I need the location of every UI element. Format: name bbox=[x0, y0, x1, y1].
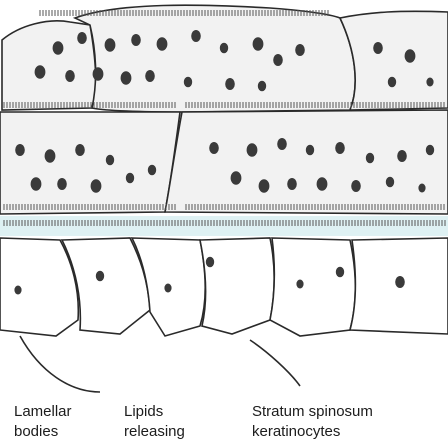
label-lamellar-bodies-line-2: bodies bbox=[14, 422, 72, 442]
lipid-granule bbox=[258, 81, 266, 92]
lipid-granule bbox=[317, 177, 328, 191]
lipid-granule bbox=[426, 145, 434, 156]
lipid-granule bbox=[206, 257, 214, 268]
lipid-granule bbox=[15, 144, 25, 156]
lipid-granule bbox=[296, 280, 303, 289]
granular-layer-row-1 bbox=[2, 5, 448, 112]
label-lipids-releasing-line-2: releasing bbox=[124, 422, 185, 442]
lipid-granule bbox=[35, 65, 46, 79]
lipid-granule bbox=[259, 179, 270, 193]
lipid-granule bbox=[191, 30, 201, 42]
spinosum-layer bbox=[0, 238, 448, 336]
lipid-granule bbox=[148, 165, 156, 176]
lipid-granule bbox=[247, 143, 258, 157]
lipid-granule bbox=[418, 184, 425, 193]
label-stratum-spinosum-line-1: Stratum spinosum bbox=[252, 402, 373, 422]
lipid-granule bbox=[295, 44, 305, 56]
stripe-band-mid-right bbox=[186, 102, 444, 108]
keratinocyte-4 bbox=[200, 238, 274, 334]
label-lipids-releasing: Lipids releasing bbox=[124, 402, 185, 442]
lamellar-cell-center-top bbox=[75, 5, 355, 112]
lipid-granule bbox=[106, 155, 114, 166]
label-stratum-spinosum: Stratum spinosum keratinocytes bbox=[252, 402, 373, 442]
lipid-granule bbox=[373, 42, 383, 54]
lipid-granule bbox=[225, 78, 235, 90]
lipid-granule bbox=[96, 271, 104, 282]
stripe-band-low-right bbox=[186, 204, 444, 210]
lamellar-cell-right-mid bbox=[165, 110, 448, 214]
lipid-granule bbox=[287, 178, 297, 190]
lamellar-cell-right-top bbox=[340, 11, 448, 110]
label-lipids-releasing-line-1: Lipids bbox=[124, 402, 185, 422]
lipid-granule bbox=[126, 173, 134, 184]
lipid-granule bbox=[273, 54, 283, 66]
lipid-granule bbox=[77, 32, 87, 44]
lipid-granule bbox=[426, 78, 433, 87]
lipid-granule bbox=[164, 284, 171, 293]
keratinocyte-1 bbox=[0, 238, 78, 336]
lipid-granule bbox=[277, 138, 287, 150]
lipid-granule bbox=[57, 178, 67, 190]
label-stratum-spinosum-line-2: keratinocytes bbox=[252, 422, 373, 442]
lipid-granule bbox=[65, 70, 75, 82]
lipid-granule bbox=[253, 37, 264, 51]
lipid-granule bbox=[14, 286, 21, 295]
label-lamellar-bodies: Lamellar bodies bbox=[14, 402, 72, 442]
lipid-granule bbox=[335, 142, 345, 154]
lipid-granule bbox=[91, 179, 102, 193]
lipid-granule bbox=[157, 37, 168, 51]
lipid-granule bbox=[105, 38, 116, 52]
lipid-granule bbox=[145, 70, 155, 82]
lipid-granule bbox=[131, 34, 141, 46]
lipid-granule bbox=[351, 180, 361, 192]
lipid-granule bbox=[388, 77, 396, 88]
lamellar-cell-left-mid bbox=[0, 112, 180, 214]
lipid-granule bbox=[386, 177, 394, 188]
lipid-granule bbox=[366, 153, 374, 164]
lipid-granule bbox=[231, 171, 242, 185]
lipid-granule bbox=[45, 149, 56, 163]
lipid-granule bbox=[405, 49, 416, 63]
lipid-granule bbox=[93, 67, 104, 81]
lipid-granule bbox=[220, 43, 228, 54]
lipid-granule bbox=[75, 144, 85, 156]
lipid-granule bbox=[395, 276, 405, 288]
granular-layer-row-2 bbox=[0, 110, 448, 214]
label-lamellar-bodies-line-1: Lamellar bbox=[14, 402, 72, 422]
lipid-granule bbox=[306, 145, 314, 156]
lipid-granule bbox=[184, 77, 192, 88]
lipid-granule bbox=[397, 150, 407, 162]
lipid-granule bbox=[121, 71, 132, 85]
lipid-granule bbox=[209, 142, 219, 154]
lipid-granule bbox=[31, 177, 42, 191]
keratinocyte-5 bbox=[270, 238, 355, 336]
lipid-granule bbox=[53, 41, 64, 55]
lipid-granule bbox=[336, 267, 344, 278]
